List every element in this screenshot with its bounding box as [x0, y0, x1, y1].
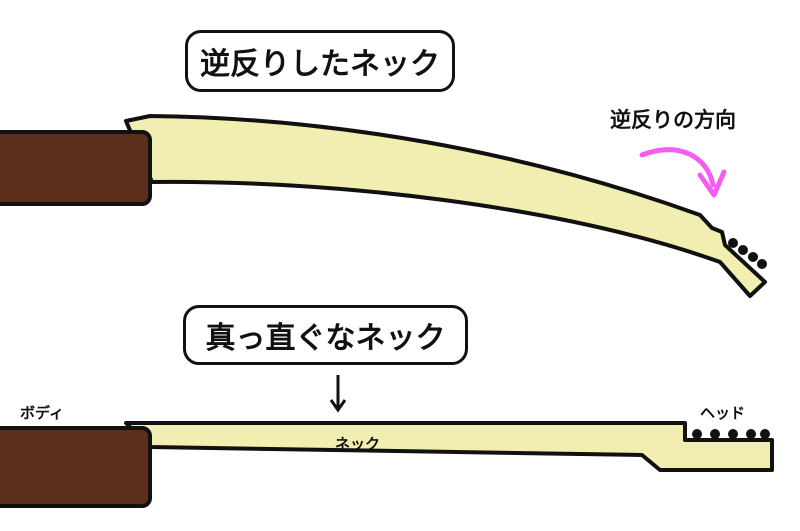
bent-guitar	[0, 114, 767, 298]
bent-neck	[124, 114, 767, 298]
straight-body	[0, 426, 152, 508]
body-label: ボディ	[20, 404, 64, 422]
neck-label: ネック	[335, 435, 381, 453]
bent-body	[0, 130, 152, 206]
down-arrow-icon	[329, 375, 347, 413]
reverse-direction-label: 逆反りの方向	[610, 108, 736, 132]
reverse-bent-neck-title: 逆反りしたネック	[185, 30, 455, 92]
straight-tuning-pegs	[692, 429, 770, 439]
straight-neck	[124, 421, 774, 472]
head-label: ヘッド	[700, 404, 746, 422]
reverse-direction-arrow-icon	[639, 147, 727, 198]
straight-guitar	[0, 421, 774, 508]
straight-neck-title: 真っ直ぐなネック	[183, 305, 468, 365]
bent-tuning-pegs	[728, 238, 767, 269]
